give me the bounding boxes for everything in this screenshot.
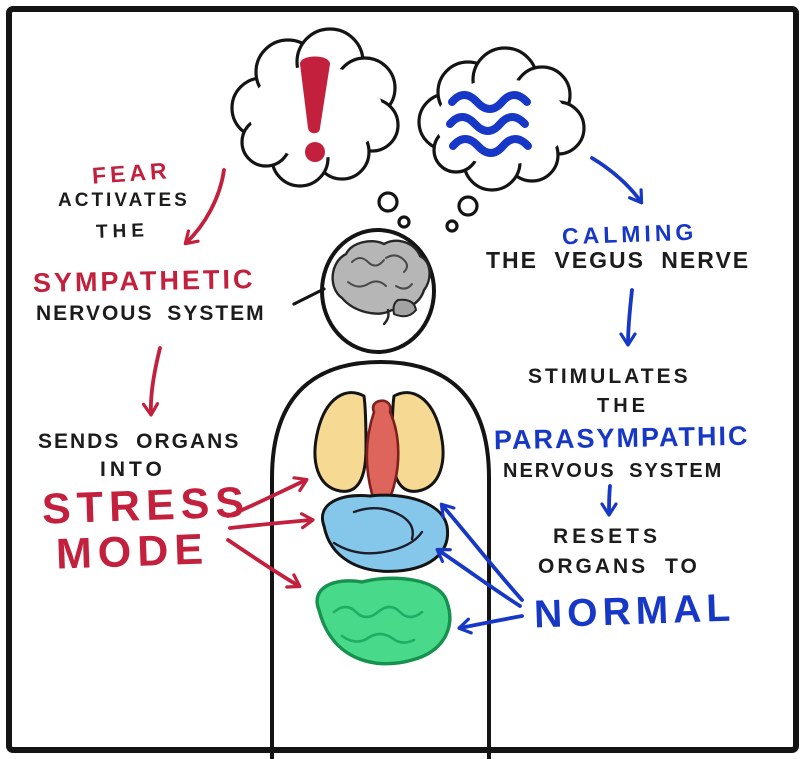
calming-label: CALMING [561, 218, 698, 250]
intestines-shape [315, 576, 452, 666]
nervous-system-left-label: NERVOUS SYSTEM [36, 302, 266, 325]
arrow-stress-to-lungs [226, 476, 309, 518]
the-left-label: THE [95, 220, 150, 243]
lungs-shape [313, 391, 445, 493]
brain-icon [331, 239, 431, 326]
label-to-head-connector [292, 287, 326, 306]
the-right-label: THE [597, 395, 649, 417]
exclamation-icon [300, 56, 330, 162]
activates-label: ACTIVATES [58, 190, 190, 211]
thought-bubble-calm [417, 46, 586, 233]
sends-organs-label: SENDS ORGANS [38, 430, 241, 453]
stimulates-label: STIMULATES [528, 365, 691, 388]
vegus-nerve-label: THE VEGUS NERVE [486, 247, 751, 273]
head-shape [320, 228, 436, 354]
nervous-system-right-label: NERVOUS SYSTEM [503, 460, 724, 482]
stomach-shape [320, 493, 450, 573]
stress-label: STRESS [41, 478, 251, 534]
organs-to-label: ORGANS TO [538, 555, 700, 578]
arrow-cloud-to-calming [590, 156, 644, 205]
arrow-sympathetic-to-organs [141, 346, 162, 417]
normal-label: NORMAL [533, 586, 736, 637]
arrow-normal-to-intestines [457, 614, 524, 635]
arrow-fear-to-sympathetic [183, 168, 226, 246]
arrow-stress-to-intestines [226, 538, 302, 589]
thought-trail-bubble [457, 195, 479, 217]
thought-trail-bubble [445, 219, 459, 233]
arrow-stress-to-stomach [228, 512, 315, 530]
arrow-normal-to-stomach-upper [439, 502, 524, 602]
arrow-parasympathic-to-resets [600, 484, 618, 517]
mode-label: MODE [55, 525, 210, 579]
thought-bubble-alarm [230, 27, 411, 229]
arrow-vegus-to-stimulates [619, 288, 637, 347]
resets-label: RESETS [553, 525, 662, 548]
parasympathic-label: PARASYMPATHIC [493, 420, 750, 456]
into-label: INTO [100, 458, 166, 481]
sympathetic-label: SYMPATHETIC [32, 264, 256, 298]
thought-trail-bubble [377, 191, 399, 213]
fear-label: FEAR [91, 157, 172, 189]
thought-trail-bubble [397, 215, 411, 229]
arrow-normal-to-stomach-lower [435, 547, 522, 608]
water-waves-icon [446, 91, 532, 157]
